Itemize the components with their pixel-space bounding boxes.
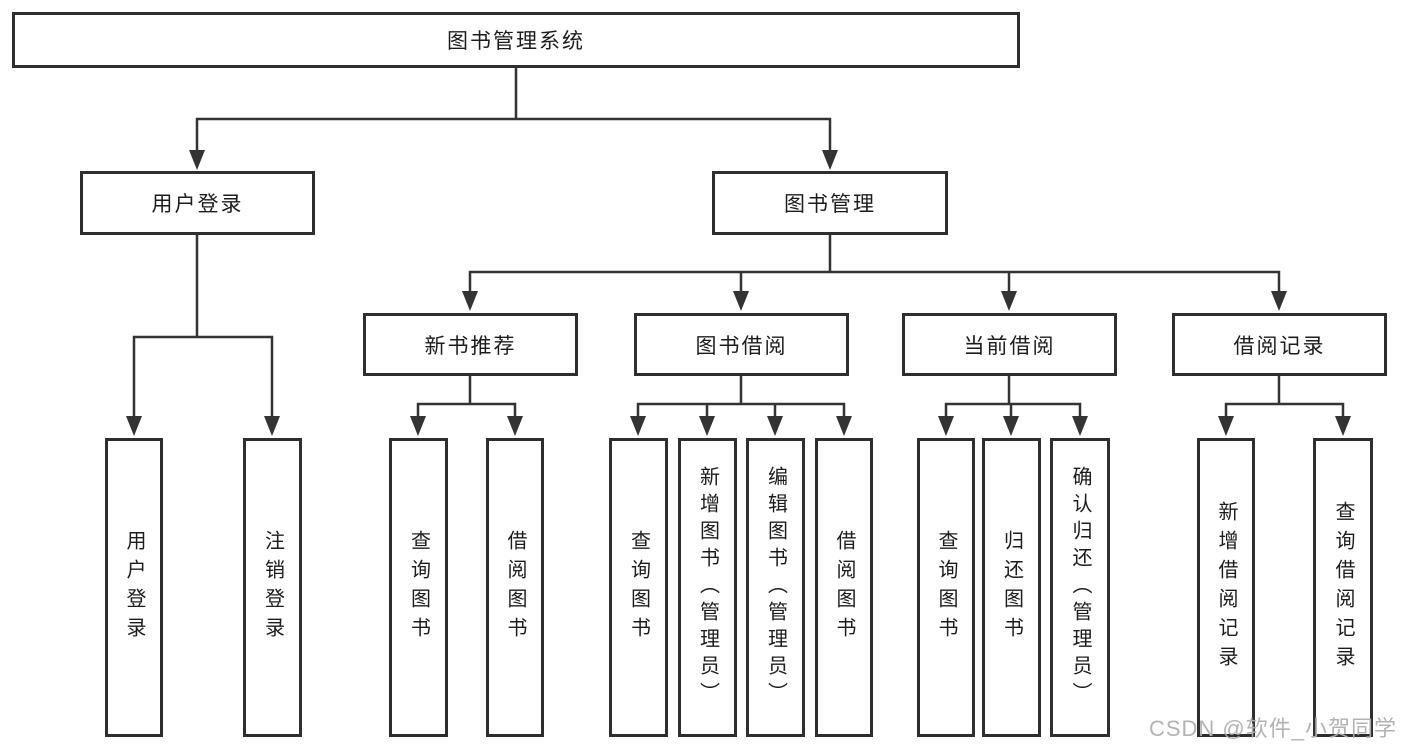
node-book-management: 图书管理 <box>712 171 948 235</box>
node-leaf-borrow-books-recommend: 借阅图书 <box>486 438 544 737</box>
node-leaf-return-books: 归还图书 <box>982 438 1041 737</box>
node-leaf-query-books-borrowing: 查询图书 <box>609 438 668 737</box>
node-leaf-borrow-books: 借阅图书 <box>815 438 873 737</box>
node-leaf-query-borrow-record: 查询借阅记录 <box>1313 438 1373 737</box>
node-leaf-add-book-admin: 新增图书（管理员） <box>678 438 737 737</box>
node-leaf-add-borrow-record: 新增借阅记录 <box>1197 438 1255 737</box>
node-user-login-group: 用户登录 <box>80 171 315 235</box>
node-borrowing-records: 借阅记录 <box>1172 313 1387 376</box>
node-leaf-confirm-return-admin: 确认归还（管理员） <box>1050 438 1110 737</box>
node-current-borrowing: 当前借阅 <box>902 313 1117 376</box>
node-leaf-query-books-recommend: 查询图书 <box>389 438 448 737</box>
node-leaf-edit-book-admin: 编辑图书（管理员） <box>746 438 805 737</box>
node-leaf-user-login: 用户登录 <box>105 438 163 737</box>
node-leaf-logout: 注销登录 <box>243 438 302 737</box>
node-book-borrowing: 图书借阅 <box>634 313 849 376</box>
watermark: CSDN @软件_小贺同学 <box>1148 716 1397 741</box>
node-root: 图书管理系统 <box>12 12 1020 68</box>
node-new-book-recommendation: 新书推荐 <box>363 313 578 376</box>
node-leaf-query-books-current: 查询图书 <box>917 438 975 737</box>
